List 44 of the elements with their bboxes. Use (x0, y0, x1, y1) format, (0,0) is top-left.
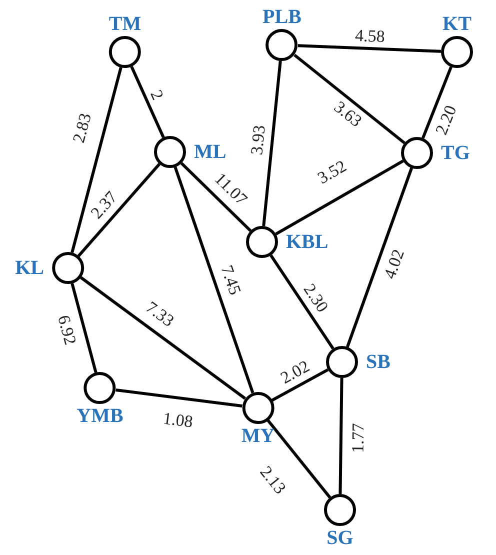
edge-line (266, 420, 332, 498)
edge-label: 6.92 (54, 313, 80, 347)
edge-line (70, 283, 98, 373)
edge-line (262, 60, 282, 226)
edge-line (77, 163, 161, 257)
edge-line (422, 66, 452, 139)
edge-label: 2.30 (300, 280, 332, 316)
edge-label: 2.20 (432, 103, 460, 137)
edge-label: 3.63 (331, 98, 365, 130)
edge-label: 2.02 (278, 357, 312, 387)
edge-label: 7.33 (142, 298, 178, 330)
edge-line (116, 388, 242, 408)
edge-line (338, 378, 344, 494)
edge-label: 3.93 (248, 124, 268, 156)
node-label: SG (326, 526, 354, 550)
edge-line (130, 66, 165, 138)
edge-label: 2.13 (257, 463, 289, 497)
node-label: ML (194, 140, 226, 164)
edge-label: 3.52 (314, 157, 350, 187)
edge-line (70, 67, 122, 253)
edge-label: 11.07 (212, 170, 250, 208)
edge-label: 7.45 (218, 263, 244, 297)
node-label: TM (108, 12, 142, 36)
edge-line (346, 168, 413, 348)
edge-line (298, 44, 442, 53)
edge-label: 2.37 (88, 188, 120, 222)
edge-label: 1.08 (162, 410, 194, 430)
edge-label: 2 (148, 88, 166, 102)
node-label: TG (441, 141, 470, 165)
edge-label: 2.83 (70, 111, 94, 145)
edge-label: 1.77 (349, 423, 367, 453)
edge-label: 4.58 (354, 26, 386, 46)
edge-line (80, 276, 246, 400)
node-label: KT (442, 12, 472, 36)
node-label: MY (241, 424, 275, 448)
node-label: SB (366, 350, 390, 374)
node-label: KBL (286, 230, 328, 254)
edge-line (180, 162, 252, 232)
edge-line (294, 54, 406, 144)
edge-line (174, 166, 254, 394)
edge-label: 4.02 (380, 247, 408, 281)
node-label: YMB (76, 404, 124, 428)
node-label: PLB (262, 5, 302, 29)
node-label: KL (15, 256, 44, 280)
